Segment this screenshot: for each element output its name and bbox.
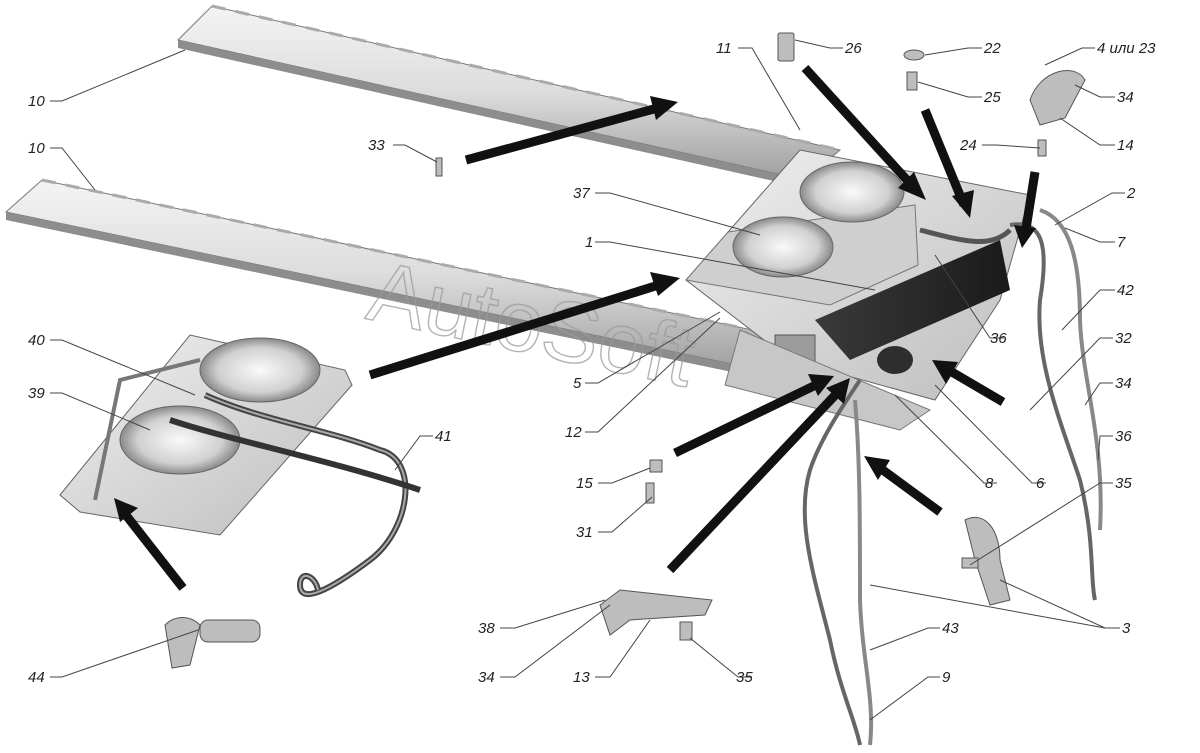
callout-5: 5	[573, 375, 582, 392]
callout-42: 42	[1117, 282, 1134, 299]
leader-lines	[50, 39, 1125, 721]
callout-10b: 10	[28, 140, 45, 157]
hoses	[93, 208, 1103, 746]
bolt-icon	[961, 557, 979, 569]
bolt-icon	[645, 482, 655, 504]
callout-13: 13	[573, 669, 590, 686]
callout-6: 6	[1036, 475, 1045, 492]
ac-main-unit	[685, 149, 1031, 431]
callout-labels: 10 10 11 26 22 4 или 23 25 34 14 24 33 2…	[28, 40, 1156, 686]
fan-icon	[199, 337, 321, 403]
callout-32: 32	[1115, 330, 1132, 347]
rail-upper	[177, 4, 842, 188]
callout-24: 24	[959, 137, 977, 154]
callout-34-right: 34	[1115, 375, 1132, 392]
arrow-icon	[801, 64, 920, 194]
arrow-icon	[942, 364, 1006, 406]
callout-35-bottom: 35	[736, 669, 753, 686]
fan-icon	[732, 216, 834, 278]
bracket-icon	[599, 589, 713, 636]
bolt-icon	[649, 459, 663, 473]
callout-11: 11	[716, 40, 732, 57]
callout-41: 41	[435, 428, 452, 445]
callout-8: 8	[985, 475, 994, 492]
fittings	[164, 32, 1086, 669]
callout-1: 1	[585, 234, 593, 251]
condenser-unit	[59, 334, 353, 536]
bolt-icon	[435, 157, 443, 177]
washer-icon	[903, 49, 925, 61]
rail-lower	[4, 178, 791, 380]
arrow-icon	[118, 507, 187, 591]
bolt-icon	[777, 32, 795, 62]
callout-38: 38	[478, 620, 495, 637]
callout-34-top: 34	[1117, 89, 1134, 106]
clamp-icon	[164, 617, 201, 669]
callout-10a: 10	[28, 93, 45, 110]
callout-25: 25	[983, 89, 1001, 106]
callout-37: 37	[573, 185, 590, 202]
callout-2: 2	[1126, 185, 1136, 202]
arrow-icon	[873, 461, 943, 516]
callout-9: 9	[942, 669, 951, 686]
callout-43: 43	[942, 620, 959, 637]
callout-14: 14	[1117, 137, 1134, 154]
bolt-icon	[906, 71, 918, 91]
clamp-icon	[1029, 70, 1086, 126]
callout-31: 31	[576, 524, 593, 541]
bolt-icon	[679, 621, 693, 641]
callout-33: 33	[368, 137, 385, 154]
callout-44: 44	[28, 669, 45, 686]
arrow-icon	[673, 378, 822, 458]
callout-39: 39	[28, 385, 45, 402]
arrow-icon	[920, 108, 969, 207]
arrow-icon	[368, 278, 667, 380]
callout-15: 15	[576, 475, 593, 492]
callout-22: 22	[983, 40, 1001, 57]
fan-icon	[119, 405, 241, 475]
callout-12: 12	[565, 424, 582, 441]
assembly-arrows	[114, 64, 1040, 591]
arrow-icon	[666, 386, 844, 574]
callout-40: 40	[28, 332, 45, 349]
callout-4-or-23: 4 или 23	[1097, 40, 1156, 57]
hose-end-icon	[199, 619, 261, 643]
fan-icon	[799, 161, 905, 223]
callout-35-right: 35	[1115, 475, 1132, 492]
callout-3: 3	[1122, 620, 1131, 637]
callout-26: 26	[844, 40, 862, 57]
callout-36-lower: 36	[1115, 428, 1132, 445]
callout-7: 7	[1117, 234, 1126, 251]
arrow-icon	[464, 101, 667, 165]
clamp-icon	[964, 517, 1011, 606]
arrow-icon	[1020, 171, 1040, 236]
callout-34-bottom: 34	[478, 669, 495, 686]
callout-36-upper: 36	[990, 330, 1007, 347]
